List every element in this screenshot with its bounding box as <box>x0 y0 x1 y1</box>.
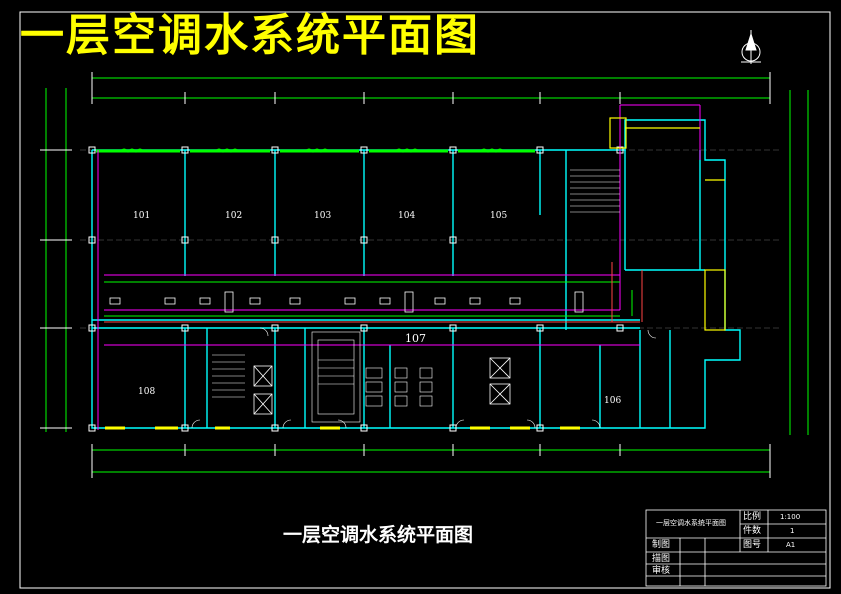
room-label-101: 101 <box>133 211 151 221</box>
condensate-pipes <box>104 262 643 323</box>
drawing-sub-title: 一层空调水系统平面图 <box>283 524 474 546</box>
elevators <box>253 357 511 415</box>
title-block-scale-label: 比例 <box>743 512 762 522</box>
return-pipes <box>104 281 633 317</box>
dimension-ticks <box>40 72 771 478</box>
room-label-105: 105 <box>490 211 508 221</box>
title-block-size-label: 图号 <box>743 540 762 550</box>
drawing-border <box>19 11 831 589</box>
room-label-108: 108 <box>138 387 156 397</box>
drawing-main-title: 一层空调水系统平面图 <box>20 10 480 61</box>
title-block-checked-label: 审核 <box>652 566 671 576</box>
title-block-sheet-label: 件数 <box>743 526 762 536</box>
title-block-size-value: A1 <box>786 541 796 549</box>
room-label-104: 104 <box>398 211 416 221</box>
title-block <box>645 509 827 587</box>
doors <box>191 327 657 429</box>
title-block-sheet-value: 1 <box>790 527 795 535</box>
staircase-center <box>311 331 361 423</box>
room-label-107: 107 <box>405 332 426 345</box>
title-block-drawn-label: 制图 <box>652 540 671 550</box>
east-wing <box>609 117 726 331</box>
columns <box>88 146 624 432</box>
title-block-scale-value: 1:100 <box>780 513 801 521</box>
fan-coil-units <box>119 148 505 153</box>
staircase-west <box>212 354 245 398</box>
room-label-106: 106 <box>604 396 622 406</box>
dimension-lines <box>45 77 809 473</box>
building-walls <box>91 119 741 429</box>
supply-pipes <box>97 104 701 430</box>
title-block-drawing-name: 一层空调水系统平面图 <box>656 519 726 527</box>
toilet-stalls <box>365 367 433 407</box>
room-label-102: 102 <box>225 211 243 221</box>
fan-coil-boxes <box>109 291 584 313</box>
title-block-traced-label: 描图 <box>652 554 671 564</box>
north-arrow-icon <box>741 30 761 64</box>
room-label-103: 103 <box>314 211 332 221</box>
staircase-east <box>570 169 620 213</box>
